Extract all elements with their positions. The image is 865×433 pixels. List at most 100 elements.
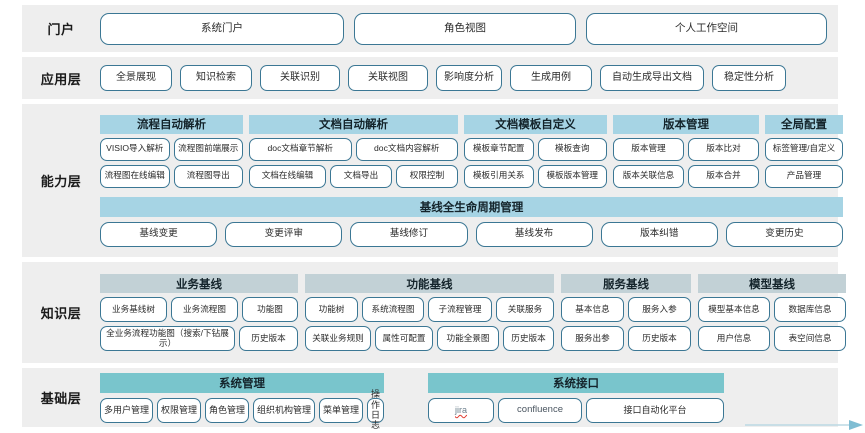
know-item-user-info[interactable]: 用户信息 [698, 326, 770, 351]
cap-item-product-manage[interactable]: 产品管理 [765, 164, 843, 188]
app-item-generate-case[interactable]: 生成用例 [510, 65, 592, 91]
know-item-business-flowchart[interactable]: 业务流程图 [171, 297, 238, 322]
cap-item-version-manage[interactable]: 版本管理 [613, 137, 684, 161]
base-item-permission-manage[interactable]: 权限管理 [157, 397, 201, 423]
cap-item-flowchart-export[interactable]: 流程图导出 [173, 164, 243, 188]
base-item-jira[interactable]: jira [428, 397, 495, 423]
foundation-group-system-management: 系统管理 多用户管理 权限管理 角色管理 组织机构管理 菜单管理 操作日志 [100, 372, 385, 430]
foundation-group-title: 系统管理 [100, 372, 385, 393]
base-item-multi-user-manage[interactable]: 多用户管理 [100, 397, 153, 423]
capability-group-global-config: 全局配置 标签管理/自定义 产品管理 [765, 114, 843, 188]
capability-group-process-parse: 流程自动解析 VISIO导入解析 流程图前端展示 流程图在线编辑 流程图导出 [100, 114, 243, 188]
cap-item-template-query[interactable]: 模板查询 [537, 137, 607, 161]
layer-label-portal: 门户 [47, 22, 75, 37]
cap-item-tag-manage[interactable]: 标签管理/自定义 [765, 137, 843, 161]
layer-label-capability: 能力层 [40, 174, 82, 189]
know-item-subprocess-manage[interactable]: 子流程管理 [428, 297, 492, 322]
cap-item-template-version[interactable]: 模板版本管理 [537, 164, 607, 188]
portal-item-system-portal[interactable]: 系统门户 [100, 12, 344, 45]
lifecycle-item-baseline-change[interactable]: 基线变更 [100, 221, 218, 247]
cap-item-flowchart-online-edit[interactable]: 流程图在线编辑 [100, 164, 170, 188]
cap-item-visio-import[interactable]: VISIO导入解析 [100, 137, 170, 161]
app-item-relation-view[interactable]: 关联视图 [348, 65, 428, 91]
cap-item-version-compare[interactable]: 版本比对 [688, 137, 759, 161]
layer-body-capability: 流程自动解析 VISIO导入解析 流程图前端展示 流程图在线编辑 流程图导出 [100, 114, 851, 247]
capability-group-doc-parse: 文档自动解析 doc文档章节解析 doc文档内容解析 文档在线编辑 文档导出 权… [249, 114, 458, 188]
cap-item-doc-export[interactable]: 文档导出 [330, 164, 392, 188]
knowledge-group-columns: 业务基线 业务基线树 业务流程图 功能图 全业务流程功能图（搜索/下钻展示） 历… [100, 274, 846, 351]
foundation-group-columns: 系统管理 多用户管理 权限管理 角色管理 组织机构管理 菜单管理 操作日志 系统… [100, 372, 830, 430]
base-item-operation-log[interactable]: 操作日志 [367, 389, 385, 430]
layer-row-knowledge: 知识层 业务基线 业务基线树 业务流程图 功能图 全业务流程功能图（搜索/下钻展… [22, 262, 846, 363]
cap-item-permission-control[interactable]: 权限控制 [396, 164, 458, 188]
base-item-menu-manage[interactable]: 菜单管理 [319, 397, 363, 423]
knowledge-group-service-baseline: 服务基线 基本信息 服务入参 服务出参 历史版本 [561, 274, 691, 351]
cap-item-doc-chapter-parse[interactable]: doc文档章节解析 [249, 137, 352, 161]
know-item-function-chart[interactable]: 功能图 [242, 297, 298, 322]
decorative-arrow-icon [745, 420, 863, 430]
lifecycle-item-baseline-publish[interactable]: 基线发布 [475, 221, 593, 247]
app-item-knowledge-search[interactable]: 知识检索 [180, 65, 252, 91]
app-item-panorama[interactable]: 全景展现 [100, 65, 172, 91]
know-item-tablespace-info[interactable]: 表空间信息 [774, 326, 846, 351]
portal-item-personal-workspace[interactable]: 个人工作空间 [586, 12, 827, 45]
capability-group-version-mgmt: 版本管理 版本管理 版本比对 版本关联信息 版本合并 [613, 114, 759, 188]
cap-item-template-reference[interactable]: 模板引用关系 [464, 164, 534, 188]
lifecycle-item-baseline-revise[interactable]: 基线修订 [350, 221, 468, 247]
application-button-row: 全景展现 知识检索 关联识别 关联视图 影响度分析 生成用例 自动生成导出文档 … [100, 65, 830, 91]
know-item-service-input-param[interactable]: 服务入参 [628, 297, 691, 322]
know-item-history-version[interactable]: 历史版本 [239, 326, 298, 351]
layer-body-application: 全景展现 知识检索 关联识别 关联视图 影响度分析 生成用例 自动生成导出文档 … [100, 65, 838, 91]
cap-item-doc-online-edit[interactable]: 文档在线编辑 [249, 164, 326, 188]
capability-group-title: 文档模板自定义 [464, 114, 607, 134]
layer-row-capability: 能力层 流程自动解析 VISIO导入解析 流程图前端展示 流程图在线编辑 [22, 104, 844, 257]
base-item-interface-automation-platform[interactable]: 接口自动化平台 [586, 397, 725, 423]
layer-body-foundation: 系统管理 多用户管理 权限管理 角色管理 组织机构管理 菜单管理 操作日志 系统… [100, 372, 838, 430]
app-item-stability-analysis[interactable]: 稳定性分析 [712, 65, 786, 91]
know-item-service-output-param[interactable]: 服务出参 [561, 326, 624, 351]
app-item-impact-analysis[interactable]: 影响度分析 [436, 65, 502, 91]
knowledge-group-model-baseline: 模型基线 模型基本信息 数据库信息 用户信息 表空间信息 [698, 274, 846, 351]
cap-item-version-relation[interactable]: 版本关联信息 [613, 164, 684, 188]
capability-group-columns: 流程自动解析 VISIO导入解析 流程图前端展示 流程图在线编辑 流程图导出 [100, 114, 843, 188]
portal-button-row: 系统门户 角色视图 个人工作空间 [100, 12, 830, 45]
foundation-group-title: 系统接口 [428, 372, 725, 393]
know-item-function-tree[interactable]: 功能树 [305, 297, 358, 322]
capability-lifecycle-block: 基线全生命周期管理 基线变更 变更评审 基线修订 基线发布 版本纠错 变更历史 [100, 196, 844, 247]
know-item-related-service[interactable]: 关联服务 [496, 297, 554, 322]
know-item-full-business-flow-chart[interactable]: 全业务流程功能图（搜索/下钻展示） [100, 326, 235, 351]
cap-item-version-merge[interactable]: 版本合并 [688, 164, 759, 188]
capability-group-title: 版本管理 [613, 114, 759, 134]
base-item-confluence[interactable]: confluence [498, 397, 583, 423]
know-item-system-flowchart[interactable]: 系统流程图 [362, 297, 424, 322]
app-item-auto-export-doc[interactable]: 自动生成导出文档 [600, 65, 704, 91]
know-item-history-version[interactable]: 历史版本 [628, 326, 691, 351]
cap-item-template-chapter-config[interactable]: 模板章节配置 [464, 137, 534, 161]
cap-item-doc-content-parse[interactable]: doc文档内容解析 [355, 137, 458, 161]
jira-label: jira [455, 404, 468, 415]
portal-item-role-view[interactable]: 角色视图 [354, 12, 576, 45]
app-item-relation-recognition[interactable]: 关联识别 [260, 65, 340, 91]
base-item-org-structure-manage[interactable]: 组织机构管理 [253, 397, 315, 423]
capability-group-title: 全局配置 [765, 114, 843, 134]
knowledge-group-title: 业务基线 [100, 274, 298, 293]
base-item-role-manage[interactable]: 角色管理 [205, 397, 249, 423]
layer-label-knowledge: 知识层 [40, 306, 82, 321]
lifecycle-item-change-history[interactable]: 变更历史 [725, 221, 844, 247]
know-item-database-info[interactable]: 数据库信息 [774, 297, 846, 322]
layer-body-portal: 系统门户 角色视图 个人工作空间 [100, 12, 838, 45]
layer-row-application: 应用层 全景展现 知识检索 关联识别 关联视图 影响度分析 生成用例 自动生成导… [22, 57, 838, 99]
lifecycle-item-version-correct[interactable]: 版本纠错 [600, 221, 718, 247]
capability-group-title: 流程自动解析 [100, 114, 243, 134]
know-item-function-panorama[interactable]: 功能全景图 [437, 326, 499, 351]
know-item-basic-info[interactable]: 基本信息 [561, 297, 624, 322]
cap-item-flowchart-frontend[interactable]: 流程图前端展示 [173, 137, 243, 161]
know-item-related-business-rule[interactable]: 关联业务规则 [305, 326, 371, 351]
know-item-business-baseline-tree[interactable]: 业务基线树 [100, 297, 167, 322]
know-item-attribute-configurable[interactable]: 属性可配置 [375, 326, 433, 351]
layer-label-foundation: 基础层 [40, 391, 82, 406]
know-item-model-basic-info[interactable]: 模型基本信息 [698, 297, 770, 322]
know-item-history-version[interactable]: 历史版本 [503, 326, 554, 351]
lifecycle-item-change-review[interactable]: 变更评审 [225, 221, 343, 247]
